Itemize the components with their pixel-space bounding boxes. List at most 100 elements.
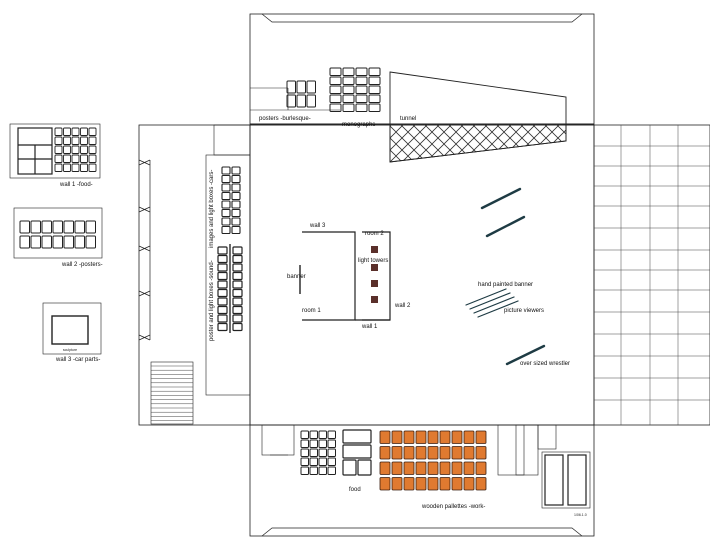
- monograph-box: [342, 85, 355, 94]
- wooden-pallette: [427, 430, 439, 444]
- label-tunnel: tunnel: [400, 116, 416, 122]
- legend-poster-tile: [19, 235, 30, 249]
- light-box: [221, 208, 231, 218]
- wooden-pallette: [451, 446, 463, 460]
- wooden-pallette: [439, 446, 451, 460]
- monograph-box: [329, 85, 342, 94]
- legend-food-tile: [54, 136, 63, 145]
- wooden-pallette: [451, 477, 463, 491]
- burlesque-poster: [296, 80, 306, 94]
- legend-poster-tile: [19, 220, 30, 234]
- food-display: [300, 429, 372, 476]
- wooden-pallette: [391, 446, 403, 460]
- label-banner: banner: [287, 274, 306, 280]
- food-tile: [318, 439, 327, 448]
- light-box: [232, 314, 243, 323]
- wooden-pallette: [427, 461, 439, 475]
- legend-poster-tile: [63, 235, 74, 249]
- legend-wall3-car-parts: sculpture: [42, 302, 102, 355]
- light-box: [221, 217, 231, 226]
- legend-food-tile: [71, 154, 80, 163]
- light-box: [221, 191, 231, 201]
- light-box: [231, 183, 241, 192]
- legend-food-tile: [88, 145, 97, 154]
- food-tile: [309, 430, 318, 439]
- legend-food-tile: [63, 136, 71, 145]
- food-tile: [327, 457, 336, 466]
- monograph-box: [329, 94, 342, 103]
- legend-food-tile: [88, 127, 97, 136]
- label-food: food: [349, 487, 361, 493]
- burlesque-poster: [286, 94, 296, 108]
- light-box: [217, 280, 228, 289]
- food-tile: [318, 430, 327, 439]
- burlesque-poster: [296, 94, 306, 108]
- wooden-pallette: [475, 461, 487, 475]
- light-box: [217, 271, 228, 281]
- monograph-box: [342, 103, 355, 112]
- legend-food-tile: [80, 163, 88, 172]
- legend-poster-tile: [41, 220, 52, 234]
- wooden-pallette: [439, 461, 451, 475]
- light-box: [232, 297, 243, 306]
- wooden-pallette: [451, 461, 463, 475]
- label-images-light-boxes-cars: images and light boxes -cars-: [209, 170, 215, 248]
- wooden-pallette: [475, 477, 487, 491]
- food-tile: [300, 466, 309, 475]
- light-box: [232, 280, 243, 289]
- wooden-pallette: [475, 430, 487, 444]
- legend-poster-tile: [41, 235, 52, 249]
- light-box: [232, 263, 243, 272]
- stairs: [150, 361, 194, 425]
- wooden-pallette: [415, 446, 427, 460]
- light-box: [217, 314, 228, 323]
- sheet-number: 1/06.1.0: [574, 513, 587, 517]
- label-monographs: monographs: [342, 122, 375, 128]
- food-tile: [318, 448, 327, 457]
- legend-poster-tile: [30, 235, 41, 249]
- bottom-wing-details: [261, 424, 591, 509]
- monographs-display: [329, 67, 381, 112]
- tunnel: [389, 71, 567, 163]
- light-box: [231, 174, 241, 184]
- legend-food-tile: [63, 163, 71, 172]
- legend-food-tile: [54, 154, 63, 163]
- legend-food-tile: [54, 127, 63, 136]
- food-tile: [300, 430, 309, 439]
- label-wall1: wall 1: [361, 324, 378, 330]
- label-poster-light-boxes-sound: poster and light boxes -sound-: [209, 260, 215, 341]
- food-tile: [300, 457, 309, 466]
- light-box: [231, 217, 241, 226]
- left-wing-markers: [138, 159, 151, 341]
- food-tile: [300, 439, 309, 448]
- legend-food-tile: [63, 154, 71, 163]
- legend-poster-tile: [30, 220, 41, 234]
- light-box: [232, 271, 243, 281]
- light-box: [217, 288, 228, 298]
- monograph-box: [355, 94, 368, 103]
- legend-food-tile: [54, 163, 63, 172]
- legend-poster-tile: [52, 220, 63, 234]
- diagonal-exhibits: [480, 187, 546, 366]
- label-wall2: wall 2: [394, 303, 411, 309]
- light-box: [221, 174, 231, 184]
- monograph-box: [342, 67, 355, 76]
- wooden-pallette: [403, 446, 415, 460]
- wooden-pallette: [463, 430, 475, 444]
- light-box: [232, 288, 243, 298]
- light-box: [231, 208, 241, 218]
- light-box: [217, 246, 228, 255]
- light-box: [232, 254, 243, 264]
- burlesque-poster: [306, 80, 316, 94]
- main-hall: [138, 13, 710, 537]
- legend-wall2-posters: [13, 207, 103, 259]
- monograph-box: [368, 76, 381, 85]
- label-wooden-pallettes: wooden pallettes -work-: [421, 504, 485, 510]
- monograph-box: [342, 76, 355, 85]
- wooden-pallette: [427, 477, 439, 491]
- legend-food-tile: [71, 136, 80, 145]
- wooden-pallette: [415, 461, 427, 475]
- wooden-pallette: [379, 446, 391, 460]
- monograph-box: [355, 76, 368, 85]
